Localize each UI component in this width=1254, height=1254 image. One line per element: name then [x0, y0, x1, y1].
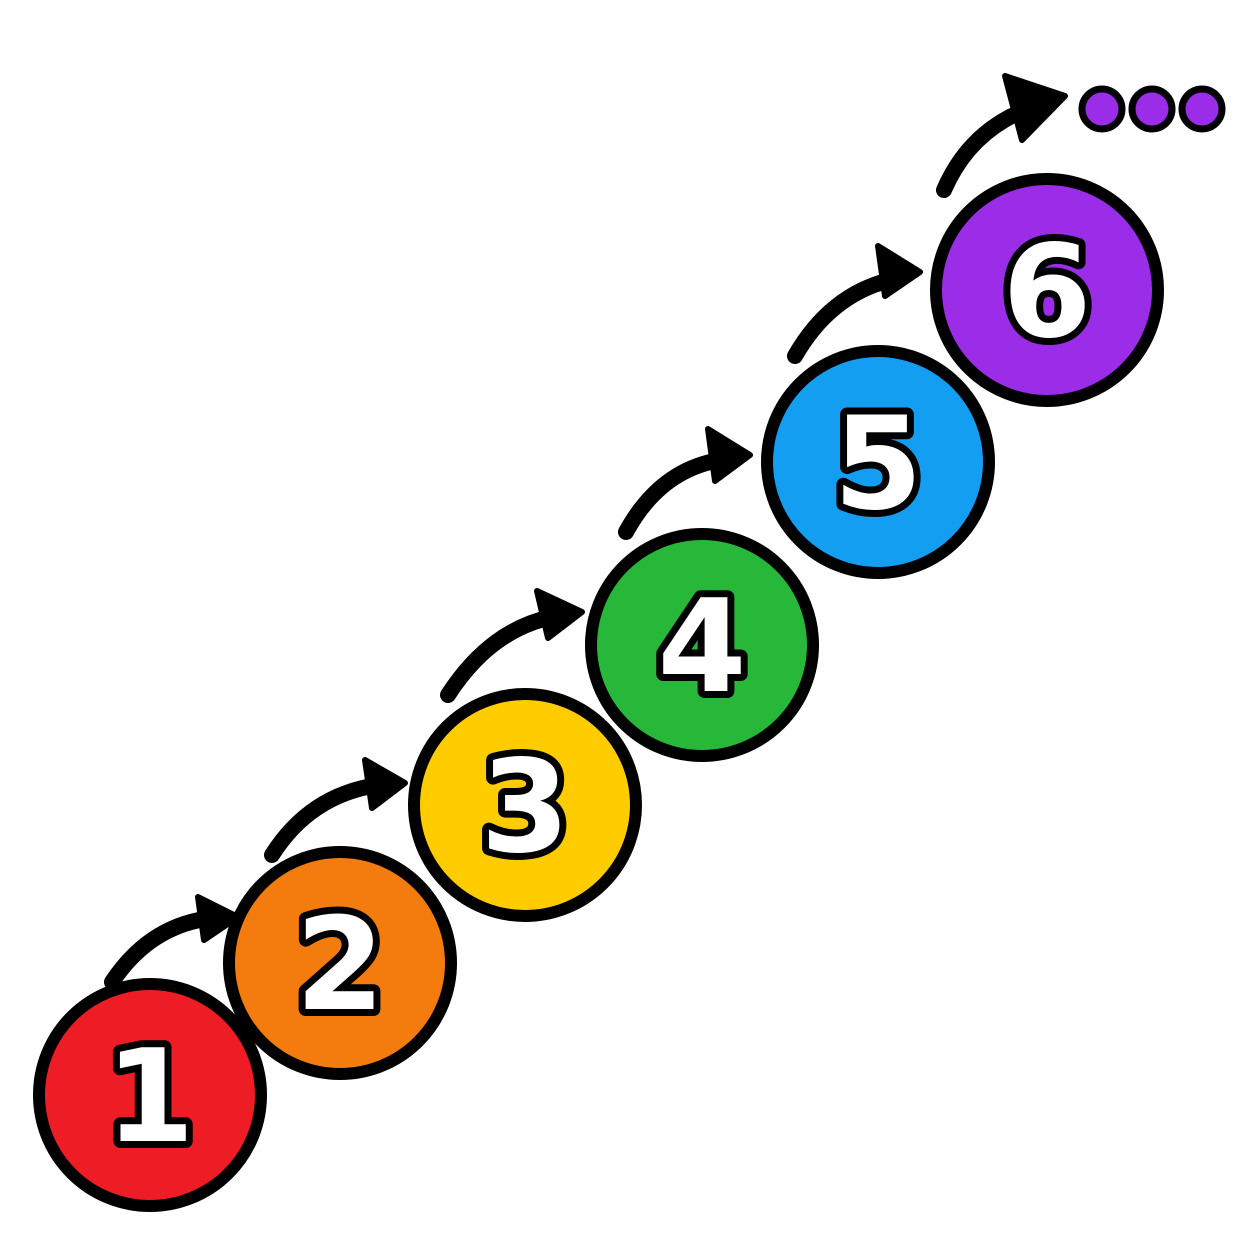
step-circle [585, 528, 819, 762]
step-3: 3 [408, 688, 642, 922]
arrow-curve [618, 452, 728, 540]
step-circle [33, 978, 267, 1212]
step-circle [408, 688, 642, 922]
continuation-dots [1078, 85, 1226, 133]
step-4: 4 [585, 528, 819, 762]
arrows-layer [104, 73, 1068, 990]
arrow-3 [440, 588, 585, 703]
arrowhead-icon [1002, 73, 1068, 143]
arrow-curve [440, 609, 560, 703]
step-circle [761, 345, 995, 579]
arrowhead-icon [362, 757, 408, 811]
continuation-dot [1128, 85, 1176, 133]
step-number: 5 [833, 390, 922, 539]
step-6: 6 [930, 173, 1164, 407]
arrow-6 [936, 73, 1068, 198]
step-number: 3 [480, 733, 569, 882]
arrowhead-icon [705, 426, 753, 484]
arrow-curve [787, 272, 898, 364]
step-number: 6 [1002, 218, 1091, 367]
arrow-5 [787, 243, 923, 364]
arrowhead-icon [195, 894, 241, 943]
step-number: 2 [295, 891, 384, 1040]
step-number: 1 [105, 1023, 194, 1172]
arrow-4 [618, 426, 753, 540]
step-circle [930, 173, 1164, 407]
arrowhead-icon [875, 243, 923, 299]
continuation-dot [1178, 85, 1226, 133]
arrow-2 [264, 757, 408, 863]
step-2: 2 [223, 846, 457, 1080]
step-5: 5 [761, 345, 995, 579]
step-1: 1 [33, 978, 267, 1212]
step-circle [223, 846, 457, 1080]
arrow-1 [104, 894, 241, 990]
arrow-curve [104, 910, 220, 990]
continuation-dot [1078, 85, 1126, 133]
arrow-curve [264, 777, 386, 863]
step-number: 4 [657, 573, 746, 722]
arrowhead-icon [534, 588, 585, 641]
